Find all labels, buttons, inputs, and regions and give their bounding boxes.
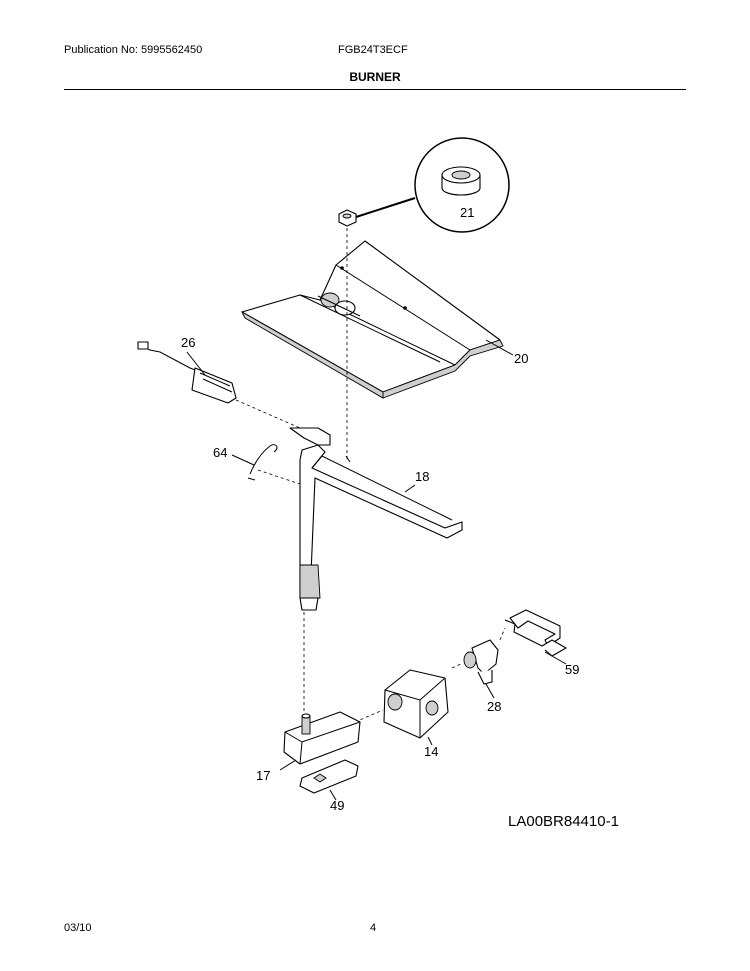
callout-59: 59 bbox=[565, 662, 579, 677]
callout-49: 49 bbox=[330, 798, 344, 813]
part-17-valve bbox=[279, 711, 361, 771]
part-49-bracket bbox=[299, 759, 359, 801]
part-26-igniter bbox=[137, 341, 301, 429]
page-number: 4 bbox=[370, 922, 377, 934]
callout-20: 20 bbox=[514, 351, 528, 366]
publication-number: Publication No: 5995562450 bbox=[64, 44, 203, 56]
callout-17: 17 bbox=[256, 768, 270, 783]
part-20-baffle bbox=[240, 240, 514, 399]
footer-date: 03/10 bbox=[64, 922, 92, 934]
diagram-code: LA00BR84410-1 bbox=[508, 813, 619, 830]
callout-21: 21 bbox=[460, 205, 474, 220]
part-59-bracket bbox=[504, 609, 567, 665]
part-64-clip bbox=[231, 444, 301, 485]
model-number: FGB24T3ECF bbox=[338, 44, 408, 56]
callout-18: 18 bbox=[415, 469, 429, 484]
part-18-burner-tube bbox=[289, 427, 463, 611]
part-14-regulator bbox=[354, 669, 449, 746]
callout-28: 28 bbox=[487, 699, 501, 714]
part-28-orifice bbox=[451, 627, 506, 699]
callout-14: 14 bbox=[424, 744, 438, 759]
callout-26: 26 bbox=[181, 335, 195, 350]
part-21-detail bbox=[338, 137, 510, 233]
header-rule bbox=[64, 89, 686, 90]
callout-64: 64 bbox=[213, 445, 227, 460]
section-title: BURNER bbox=[349, 70, 401, 84]
